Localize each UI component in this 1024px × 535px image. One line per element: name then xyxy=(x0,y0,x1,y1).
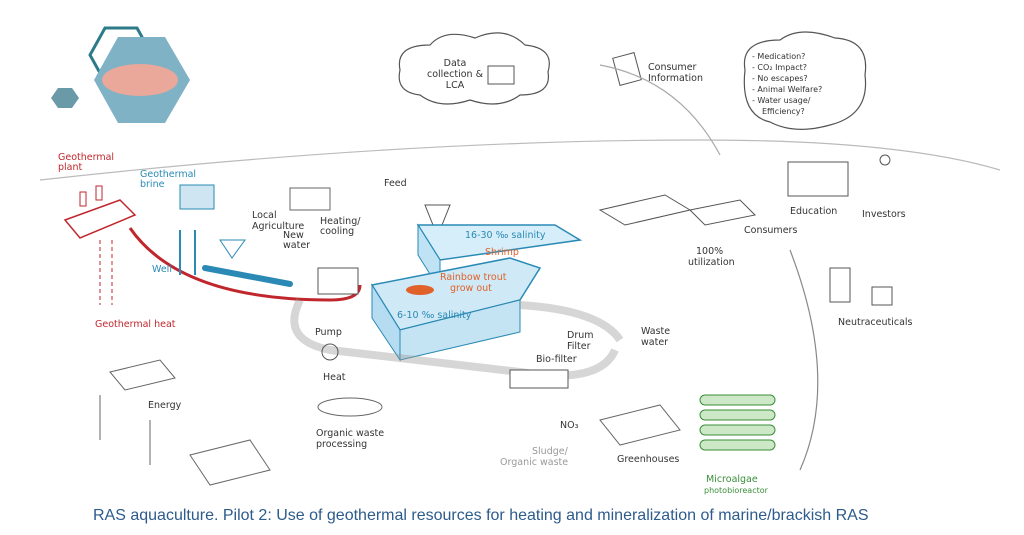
education-label: Education xyxy=(790,206,837,217)
photobioreactor-icon xyxy=(699,394,776,451)
organic-waste-line-1: Organic waste xyxy=(316,428,384,439)
question-3: - No escapes? xyxy=(752,74,808,83)
geothermal-plant-line-1: Geothermal xyxy=(58,152,114,163)
trout-tank xyxy=(370,257,542,362)
dining-table-icon-2 xyxy=(688,199,757,226)
figure-caption: RAS aquaculture. Pilot 2: Use of geother… xyxy=(93,507,869,524)
question-1: - Medication? xyxy=(752,52,805,61)
ras-aquaculture-diagram: Data collection & LCA Consumer Informati… xyxy=(39,26,1001,495)
sludge-line-1: Sludge/ xyxy=(532,446,569,457)
outlet-pipe xyxy=(519,301,624,343)
geothermal-brine-line-1: Geothermal xyxy=(140,169,196,180)
utilization-line-1: 100% xyxy=(696,246,723,257)
trout-salinity-label: 6-10 ‰ salinity xyxy=(397,310,472,321)
organic-waste-line-2: processing xyxy=(316,439,367,450)
microalgae-label: Microalgae xyxy=(706,474,758,485)
investors-label: Investors xyxy=(862,209,906,220)
consumer-information-line-2: Information xyxy=(648,73,703,84)
heating-cooling-line-2: cooling xyxy=(320,226,354,237)
geothermal-plant-line-2: plant xyxy=(58,162,83,173)
drum-filter-line-2: Filter xyxy=(567,341,591,352)
drum-filter-line-1: Drum xyxy=(567,330,594,341)
energy-label: Energy xyxy=(148,400,182,411)
greenhouse-icon xyxy=(599,404,681,446)
shrimp-icon xyxy=(102,64,178,96)
waste-water-line-2: water xyxy=(641,337,668,348)
consumers-label: Consumers xyxy=(744,225,797,236)
microalgae-to-consumers-arrow xyxy=(789,249,819,471)
funnel-icon xyxy=(219,239,246,259)
neutraceuticals-label: Neutraceuticals xyxy=(838,317,913,328)
trout-icon xyxy=(406,285,434,295)
shrimp-salinity-label: 16-30 ‰ salinity xyxy=(465,230,546,241)
geothermal-plant-icon xyxy=(63,185,137,239)
consumer-information-line-1: Consumer xyxy=(648,62,697,73)
question-6: Efficiency? xyxy=(762,107,805,116)
school-building-icon xyxy=(787,161,849,197)
investor-person-icon xyxy=(879,154,891,166)
photobioreactor-label: photobioreactor xyxy=(704,486,769,495)
local-agriculture-line-2: Agriculture xyxy=(252,221,304,232)
info-to-consumers-arrow xyxy=(599,64,721,156)
new-water-line-2: water xyxy=(283,240,310,251)
laptop-icon xyxy=(487,65,515,85)
question-2: - CO₂ Impact? xyxy=(752,63,807,72)
pump-icon xyxy=(321,343,339,361)
heat-label: Heat xyxy=(323,372,346,383)
new-water-line-1: New xyxy=(283,230,304,241)
geothermal-heat-dashed-pipe xyxy=(99,240,113,305)
dining-table-icon xyxy=(598,194,692,226)
local-agriculture-line-1: Local xyxy=(252,210,277,221)
document-icon xyxy=(612,52,642,86)
data-collection-line-1: Data xyxy=(444,58,467,69)
bottle-icon xyxy=(829,267,851,303)
questions-cloud xyxy=(743,31,867,130)
heating-cooling-line-1: Heating/ xyxy=(320,216,361,227)
data-collection-line-2: collection & xyxy=(427,69,484,80)
well-pipe xyxy=(179,230,196,275)
horizon-line xyxy=(39,139,1001,181)
brine-pipe xyxy=(202,265,293,287)
bio-filter-icon xyxy=(509,369,569,389)
well-label: Well xyxy=(152,264,172,275)
no3-label: NO₃ xyxy=(560,420,579,431)
shrimp-photo-hexagon xyxy=(51,26,190,123)
digester-icon xyxy=(317,397,383,417)
question-4: - Animal Welfare? xyxy=(752,85,822,94)
shrimp-label: Shrimp xyxy=(485,247,519,258)
barn-icon xyxy=(289,187,331,211)
feeder-icon xyxy=(424,204,451,226)
geothermal-heat-pipe xyxy=(128,227,362,302)
geothermal-brine-line-2: brine xyxy=(140,179,165,190)
utilization-line-2: utilization xyxy=(688,257,735,268)
heat-exchanger-icon xyxy=(317,267,359,295)
waste-water-line-1: Waste xyxy=(641,326,670,337)
data-collection-line-3: LCA xyxy=(446,80,465,91)
pump-label: Pump xyxy=(315,327,342,338)
geothermal-heat-label: Geothermal heat xyxy=(95,319,176,330)
question-5: - Water usage/ xyxy=(752,96,811,105)
feed-label: Feed xyxy=(384,178,407,189)
trout-line-1: Rainbow trout xyxy=(440,272,507,283)
greenhouses-label: Greenhouses xyxy=(617,454,679,465)
jar-icon xyxy=(871,286,893,306)
trout-line-2: grow out xyxy=(450,283,492,294)
brine-tank-icon xyxy=(179,184,215,210)
bio-filter-label: Bio-filter xyxy=(536,354,577,365)
solar-panel-icon xyxy=(109,359,176,391)
sludge-line-2: Organic waste xyxy=(500,457,568,468)
data-collection-cloud xyxy=(398,32,550,105)
factory-icon xyxy=(189,439,271,486)
